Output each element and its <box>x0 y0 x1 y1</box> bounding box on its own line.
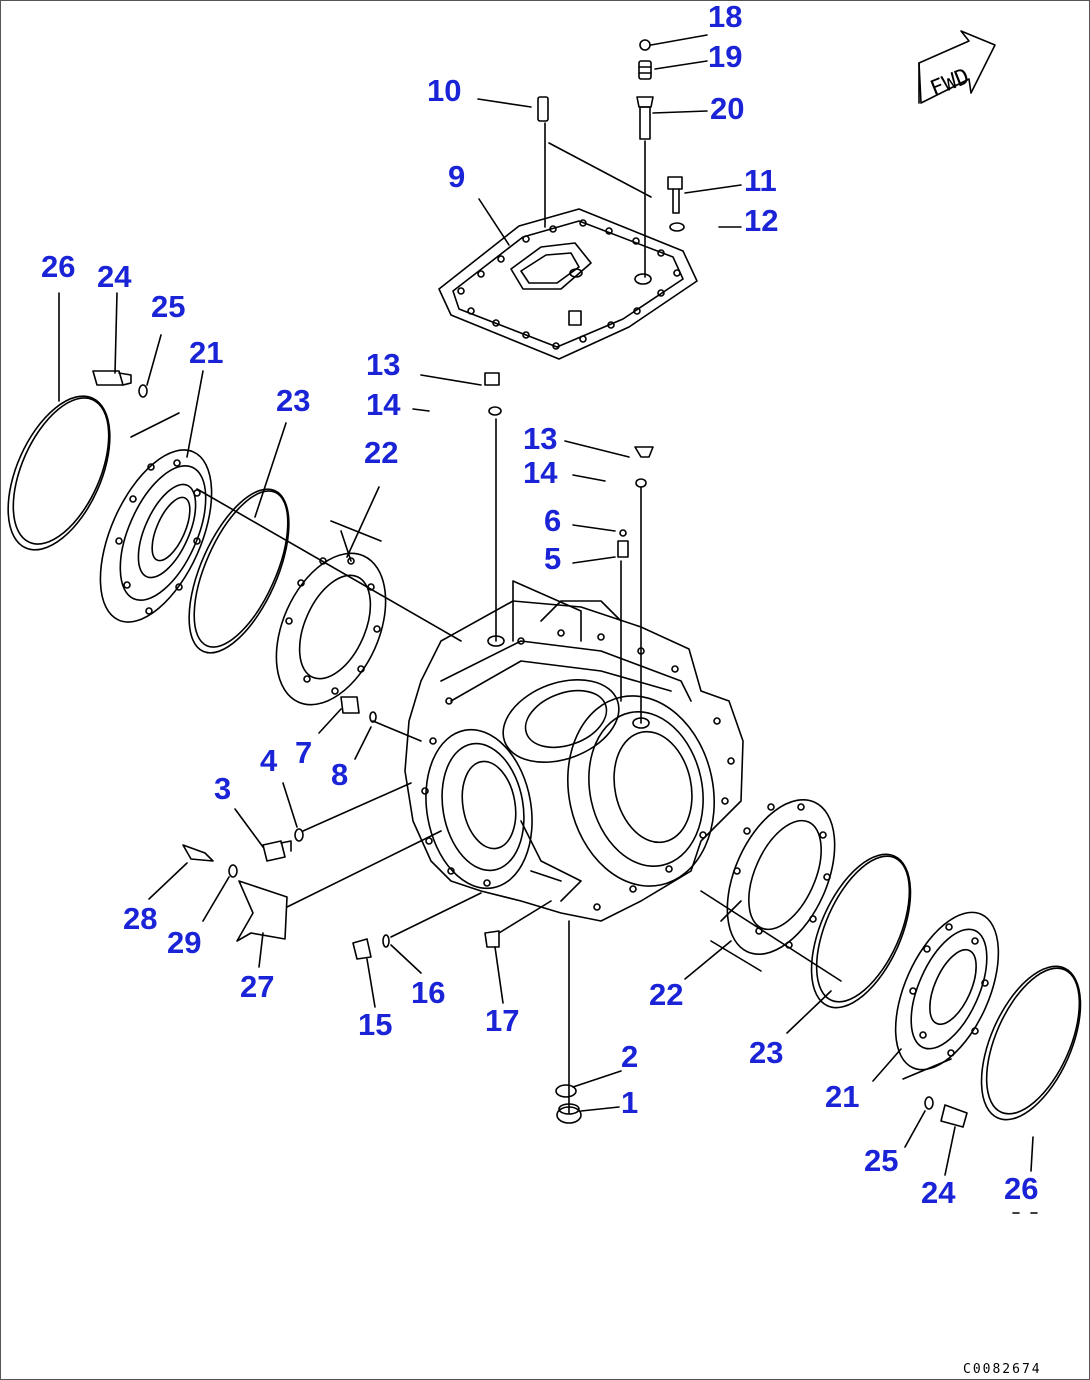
callout-12: 12 <box>744 203 778 238</box>
fwd-label: FWD <box>927 64 973 102</box>
callout-6: 6 <box>544 503 561 538</box>
callout-28: 28 <box>123 901 157 936</box>
callout-22-left: 22 <box>364 435 398 470</box>
callout-20: 20 <box>710 91 744 126</box>
leader-lines <box>58 34 1034 1176</box>
callout-2: 2 <box>621 1039 638 1074</box>
callout-13-b: 13 <box>523 421 557 456</box>
callout-16: 16 <box>411 975 445 1010</box>
callout-4: 4 <box>260 743 278 778</box>
callout-9: 9 <box>448 159 465 194</box>
callout-8: 8 <box>331 757 348 792</box>
callout-10: 10 <box>427 73 461 108</box>
callout-23-right: 23 <box>749 1035 783 1070</box>
callout-21-left: 21 <box>189 335 223 370</box>
callout-24-left: 24 <box>97 259 132 294</box>
transmission-case <box>404 418 744 1114</box>
callout-26-right: 26 <box>1004 1171 1038 1206</box>
right-side-parts <box>700 798 1082 1128</box>
callout-14-a: 14 <box>366 387 401 422</box>
callout-14-b: 14 <box>523 455 558 490</box>
callout-7: 7 <box>295 735 312 770</box>
fwd-arrow-icon: FWD <box>918 30 996 104</box>
callout-3: 3 <box>214 771 231 806</box>
callout-25-right: 25 <box>864 1143 898 1178</box>
callout-23-left: 23 <box>276 383 310 418</box>
callout-19: 19 <box>708 39 742 74</box>
callout-29: 29 <box>167 925 201 960</box>
callout-26-left: 26 <box>41 249 75 284</box>
callout-13-a: 13 <box>366 347 400 382</box>
callout-5: 5 <box>544 541 561 576</box>
callout-25-left: 25 <box>151 289 185 324</box>
case-side-small-parts <box>182 372 654 1124</box>
callout-24-right: 24 <box>921 1175 956 1210</box>
top-small-parts <box>537 39 685 278</box>
callout-18: 18 <box>708 1 742 34</box>
callout-15: 15 <box>358 1007 392 1042</box>
callout-11: 11 <box>744 163 777 198</box>
callout-21-right: 21 <box>825 1079 859 1114</box>
left-side-parts <box>7 370 462 706</box>
drawing-code: C0082674 <box>963 1362 1042 1377</box>
callout-labels: 18 19 20 10 11 12 9 26 24 25 21 23 22 13… <box>41 1 1038 1210</box>
top-cover <box>438 208 698 360</box>
callout-1: 1 <box>621 1085 638 1120</box>
callout-22-right: 22 <box>649 977 683 1012</box>
callout-17: 17 <box>485 1003 519 1038</box>
callout-27: 27 <box>240 969 274 1004</box>
